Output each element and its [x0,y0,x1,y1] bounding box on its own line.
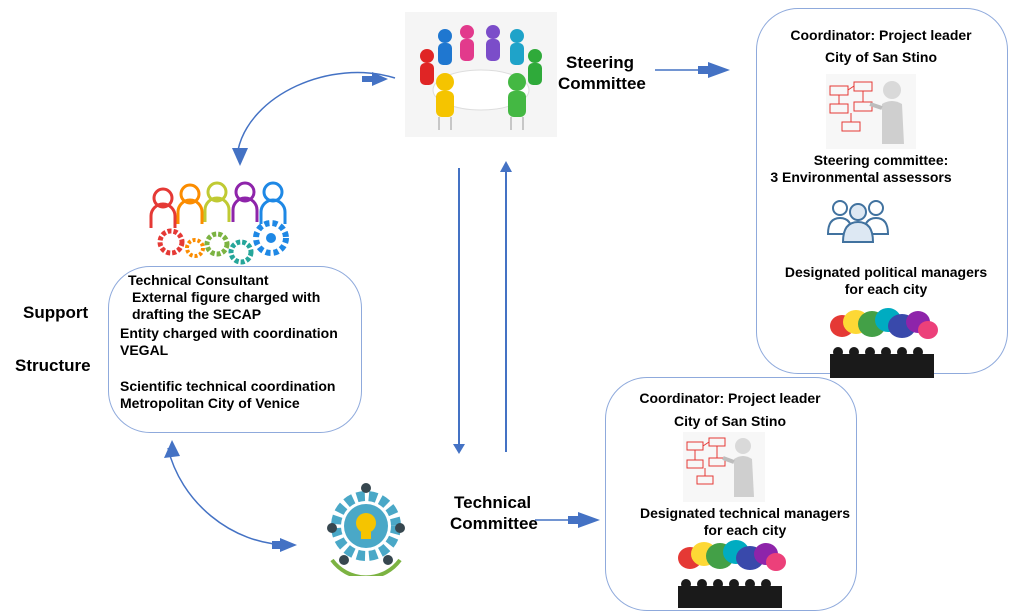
steering-coordinator: Coordinator: Project leader [790,27,972,43]
meeting-table-icon [405,12,557,137]
support-structure-label: Support Structure [15,302,91,376]
steering-support-curve [237,71,396,151]
steering-committee-members: Steering committee: 3 Environmental asse… [756,152,1006,186]
support-item-technical-consultant: Technical Consultant [128,272,269,288]
steering-city: City of San Stino [825,49,937,65]
support-label-line2: Structure [15,356,91,375]
speech-bubbles-audience-icon [828,306,940,380]
up-arrowhead [500,161,512,172]
presenter-flowchart-icon [683,432,765,502]
support-item-external-figure: External figure charged with [132,289,321,305]
technical-coordinator: Coordinator: Project leader [639,390,821,406]
technical-label-line1: Technical [454,493,532,512]
presenter-flowchart-icon [826,74,916,149]
steering-committee-label: Steering Committee [558,52,646,94]
support-item-drafting-secap: drafting the SECAP [132,306,262,322]
support-technical-curve [167,447,291,546]
technical-to-box-arrowhead [568,512,600,528]
team-gears-icon [143,178,298,270]
technical-managers-line1: Designated technical managers [639,505,851,521]
support-item-entity-coordination: Entity charged with coordination [120,325,338,341]
support-item-scientific-coordination: Scientific technical coordination [120,378,336,394]
support-item-metropolitan-venice: Metropolitan City of Venice [120,395,300,411]
technical-arrowhead [272,538,297,552]
technical-label-line2: Committee [450,514,538,533]
speech-bubbles-audience-icon [676,538,788,610]
support-item-vegal: VEGAL [120,342,169,358]
steering-committee-line1: Steering committee: [813,152,949,168]
technical-city: City of San Stino [674,413,786,429]
lightbulb-gear-icon [320,478,412,580]
technical-managers: Designated technical managers for each c… [605,505,855,539]
steering-committee-line2: 3 Environmental assessors [770,169,952,185]
support-structure-box [108,266,362,433]
down-arrowhead [453,444,465,454]
technical-committee-label: Technical Committee [450,492,538,534]
political-managers-line2: for each city [844,281,928,297]
technical-managers-line2: for each city [703,522,787,538]
political-managers-line1: Designated political managers [784,264,988,280]
steering-label-line1: Steering [566,53,635,72]
support-label-line1: Support [23,303,89,322]
support-bottom-arrowhead [164,440,180,458]
steering-label-line2: Committee [558,74,646,93]
support-items: Technical Consultant External figure cha… [120,272,338,412]
steering-arrowhead [362,72,388,86]
support-top-arrowhead [232,148,248,166]
steering-to-box-arrowhead [698,62,730,78]
political-managers: Designated political managers for each c… [756,264,1006,298]
group-people-icon [826,196,890,244]
